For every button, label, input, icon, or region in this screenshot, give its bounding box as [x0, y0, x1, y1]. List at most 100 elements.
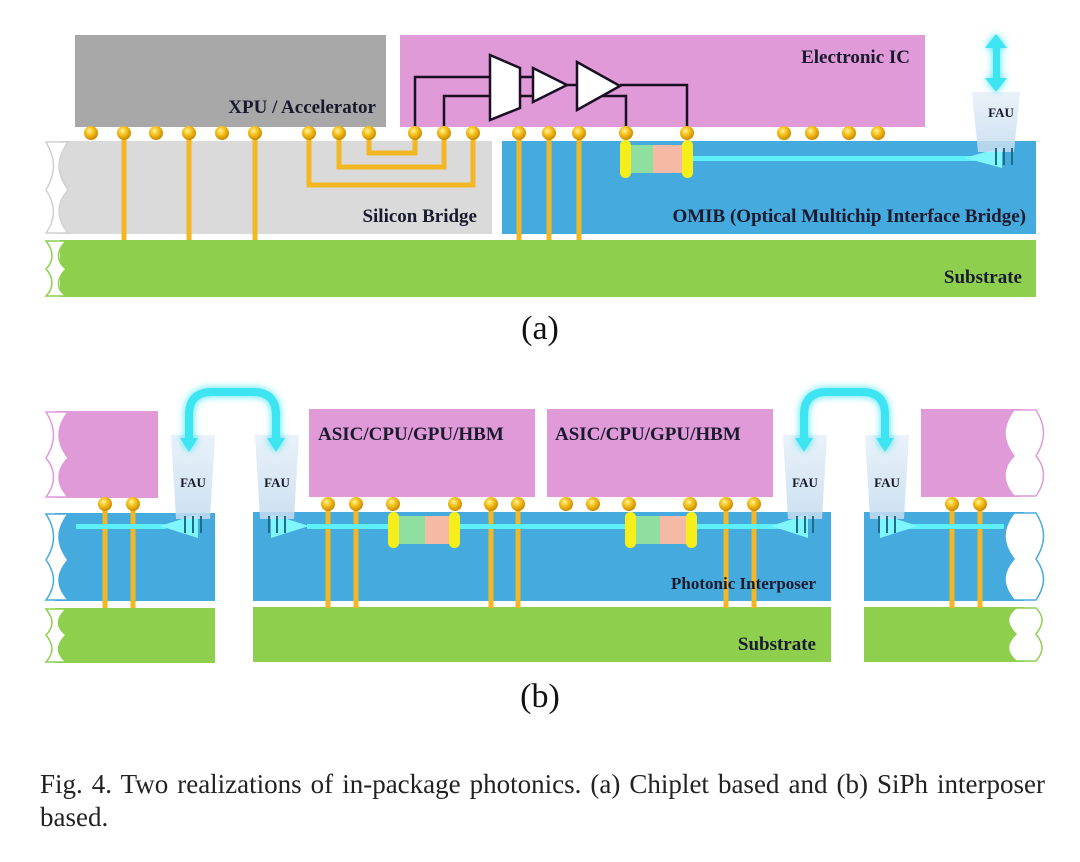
bumps-a — [84, 126, 885, 140]
optical-link-right — [800, 388, 889, 440]
asic-chip-1 — [309, 409, 535, 497]
solder-bump — [332, 126, 346, 140]
silicon-bridge-label: Silicon Bridge — [362, 206, 477, 227]
xpu-label: XPU / Accelerator — [228, 97, 376, 118]
break-mark-interposer-left — [44, 513, 70, 601]
fau-b1-label: FAU — [180, 475, 206, 490]
modulator-b1 — [388, 512, 460, 548]
arrow-head-left-1 — [180, 438, 198, 452]
arrow-head-right-1 — [795, 438, 813, 452]
solder-bump — [842, 126, 856, 140]
solder-bump — [466, 126, 480, 140]
break-mark-chip-right — [1004, 409, 1045, 497]
fau-body — [171, 435, 215, 519]
solder-bump — [719, 497, 733, 511]
asic-chip-2 — [547, 409, 773, 497]
break-mark-chip-left — [44, 411, 70, 498]
arrow-head-right-2 — [876, 438, 894, 452]
solder-bump — [680, 126, 694, 140]
substrate-a-label: Substrate — [944, 267, 1022, 288]
photonic-interposer-label: Photonic Interposer — [671, 574, 816, 593]
waveguide-a — [690, 156, 975, 161]
grating-coupler-b4 — [880, 514, 918, 538]
solder-bump — [973, 497, 987, 511]
break-mark-substrate-a — [44, 240, 69, 297]
vias-b — [102, 503, 983, 608]
solder-bump — [805, 126, 819, 140]
grating-coupler-b3 — [771, 514, 808, 538]
fau-body — [865, 435, 909, 519]
solder-bump — [321, 497, 335, 511]
solder-bump — [511, 497, 525, 511]
chip-b-left-partial — [55, 411, 158, 498]
arrow-head-left-2 — [267, 438, 285, 452]
modulator-a — [620, 140, 693, 178]
electronic-ic-chip — [400, 35, 925, 127]
substrate-b-label: Substrate — [738, 634, 816, 655]
solder-bump — [437, 126, 451, 140]
solder-bump — [945, 497, 959, 511]
panel-b-label: (b) — [520, 678, 560, 715]
solder-bump — [622, 497, 636, 511]
solder-bump — [215, 126, 229, 140]
figure-caption: Fig. 4. Two realizations of in-package p… — [40, 769, 1045, 832]
fau-b2-label: FAU — [264, 475, 290, 490]
solder-bump — [408, 126, 422, 140]
grating-coupler-b2 — [271, 514, 309, 538]
substrate-b-left — [55, 608, 215, 663]
solder-bump — [619, 126, 633, 140]
fau-b3-label: FAU — [792, 475, 818, 490]
break-mark-interposer-right — [1004, 512, 1045, 601]
substrate-b-right — [864, 607, 1024, 662]
optical-link-left — [185, 388, 280, 440]
solder-bump — [542, 126, 556, 140]
buffer-icon — [531, 65, 570, 105]
xpu-chip — [75, 35, 386, 127]
figure-diagram: XPU / Accelerator Electronic IC FAU Sili… — [44, 34, 1045, 663]
asic-chip-2-label: ASIC/CPU/GPU/HBM — [555, 424, 741, 445]
solder-bump — [559, 497, 573, 511]
panel-a: XPU / Accelerator Electronic IC FAU Sili… — [44, 34, 1036, 297]
break-mark-substrate-b-right — [1007, 607, 1043, 662]
waveguide-b-right — [908, 524, 1004, 529]
asic-chip-1-label: ASIC/CPU/GPU/HBM — [318, 424, 504, 445]
solder-bump — [683, 497, 697, 511]
modulator-b2 — [625, 512, 697, 548]
fau-body — [783, 435, 827, 519]
electronic-ic-label: Electronic IC — [801, 47, 910, 68]
grating-coupler-b1 — [160, 514, 198, 538]
waveguide-b-left — [76, 524, 166, 529]
fau-a-label: FAU — [988, 105, 1014, 120]
break-mark-substrate-b-left — [44, 608, 68, 663]
fau-body — [255, 435, 299, 519]
vias-a — [121, 133, 582, 240]
solder-bump — [126, 497, 140, 511]
driver-amp-icon — [575, 59, 623, 113]
fau-b4-label: FAU — [874, 475, 900, 490]
break-mark-bridge — [44, 141, 70, 234]
panel-b: ASIC/CPU/GPU/HBM ASIC/CPU/GPU/HBM FAU FA… — [44, 388, 1045, 663]
solder-bump — [362, 126, 376, 140]
solder-bump — [777, 126, 791, 140]
bumps-b — [98, 497, 987, 511]
substrate-a — [60, 240, 1036, 297]
solder-bump — [84, 126, 98, 140]
grating-coupler-a — [965, 147, 1002, 168]
solder-bump — [98, 497, 112, 511]
fau-units-b — [171, 435, 909, 533]
fau-a — [972, 34, 1020, 165]
solder-bump — [512, 126, 526, 140]
solder-bump — [302, 126, 316, 140]
solder-bump — [248, 126, 262, 140]
omib-label: OMIB (Optical Multichip Interface Bridge… — [672, 206, 1026, 227]
solder-bump — [349, 497, 363, 511]
chip-b-right-partial — [921, 409, 1021, 497]
solder-bump — [149, 126, 163, 140]
solder-bump — [182, 126, 196, 140]
mux-icon — [488, 53, 522, 122]
solder-bump — [871, 126, 885, 140]
substrate-b-center — [253, 607, 831, 662]
bridge-traces — [306, 133, 476, 188]
solder-bump — [448, 497, 462, 511]
waveguide-b-center — [307, 524, 794, 529]
